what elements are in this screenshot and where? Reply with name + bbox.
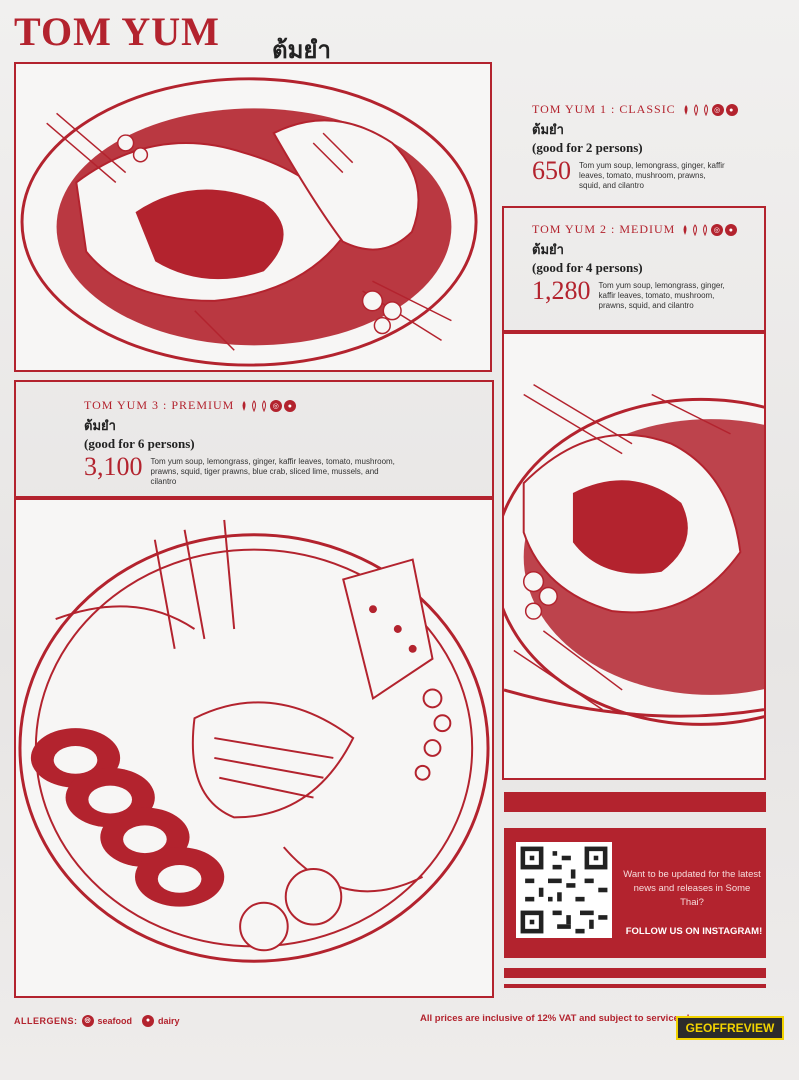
- chili-icon: [693, 103, 698, 116]
- allergens-label: ALLERGENS:: [14, 1016, 78, 1026]
- qr-code-icon[interactable]: [516, 842, 612, 938]
- chili-icon: [693, 223, 698, 236]
- seafood-icon: ◎: [270, 399, 283, 412]
- promo-message: Want to be updated for the latest news a…: [623, 869, 761, 908]
- item-icons: ◎ ●: [682, 103, 738, 116]
- seafood-icon: ◎: [81, 1015, 94, 1027]
- decorative-band-bottom: [504, 968, 766, 978]
- seafood-icon: ◎: [711, 103, 724, 116]
- illustration-premium: [14, 498, 494, 998]
- vat-note: All prices are inclusive of 12% VAT and …: [420, 1013, 713, 1024]
- decorative-band: [504, 792, 766, 812]
- dairy-icon: ●: [725, 223, 738, 236]
- dairy-icon: ●: [284, 399, 297, 412]
- instagram-cta[interactable]: FOLLOW US ON INSTAGRAM!: [625, 926, 763, 937]
- item-price: 3,100: [84, 452, 143, 481]
- soup-bowl-illustration-3: [18, 519, 490, 963]
- chili-icon: [683, 224, 687, 235]
- item-description: Tom yum soup, lemongrass, ginger, kaffir…: [579, 161, 725, 190]
- item-description: Tom yum soup, lemongrass, ginger, kaffir…: [598, 281, 725, 310]
- item-name: TOM YUM 1 : CLASSIC: [532, 102, 676, 116]
- item-icons: ◎ ●: [240, 399, 297, 412]
- item-thai-name: ต้มยำ: [84, 419, 116, 434]
- item-serving: (good for 2 persons): [532, 140, 643, 155]
- menu-item-medium: TOM YUM 2 : MEDIUM ◎ ● ต้มยำ (good for 4…: [532, 222, 756, 311]
- chili-icon: [703, 103, 708, 116]
- dairy-icon: ●: [725, 103, 738, 116]
- item-name: TOM YUM 2 : MEDIUM: [532, 222, 676, 236]
- item-description: Tom yum soup, lemongrass, ginger, kaffir…: [150, 457, 395, 486]
- item-price: 1,280: [532, 276, 591, 305]
- allergen-seafood: seafood: [97, 1016, 133, 1026]
- menu-item-medium-frame: [502, 206, 766, 332]
- soup-bowl-illustration-2: [504, 384, 764, 726]
- seafood-icon: ◎: [711, 223, 724, 236]
- item-icons: ◎ ●: [681, 223, 738, 236]
- menu-item-classic: TOM YUM 1 : CLASSIC ◎ ● ต้มยำ (good for …: [532, 102, 752, 191]
- dairy-icon: ●: [142, 1015, 155, 1027]
- menu-item-premium: TOM YUM 3 : PREMIUM ◎ ● ต้มยำ (good for …: [84, 398, 404, 487]
- watermark-logo: GEOFFREVIEW: [676, 1016, 784, 1040]
- item-name: TOM YUM 3 : PREMIUM: [84, 398, 235, 412]
- item-thai-name: ต้มยำ: [532, 123, 564, 138]
- chili-icon: [242, 400, 246, 411]
- illustration-classic: [14, 62, 492, 372]
- soup-bowl-illustration-1: [20, 77, 478, 367]
- item-serving: (good for 6 persons): [84, 436, 195, 451]
- menu-item-premium-frame: [14, 380, 494, 498]
- page-title: TOM YUM: [14, 9, 220, 54]
- illustration-medium: [502, 332, 766, 780]
- instagram-promo: Want to be updated for the latest news a…: [504, 828, 766, 958]
- item-serving: (good for 4 persons): [532, 260, 643, 275]
- chili-icon: [703, 223, 708, 236]
- page-title-thai: ต้มยำ: [272, 36, 331, 64]
- chili-icon: [252, 399, 257, 412]
- item-thai-name: ต้มยำ: [532, 243, 564, 258]
- decorative-band-bottom-thin: [504, 984, 766, 988]
- item-price: 650: [532, 156, 571, 185]
- allergen-dairy: dairy: [158, 1016, 180, 1026]
- allergens-legend: ALLERGENS: ◎ seafood ● dairy: [14, 1015, 180, 1027]
- chili-icon: [684, 104, 688, 115]
- chili-icon: [262, 399, 267, 412]
